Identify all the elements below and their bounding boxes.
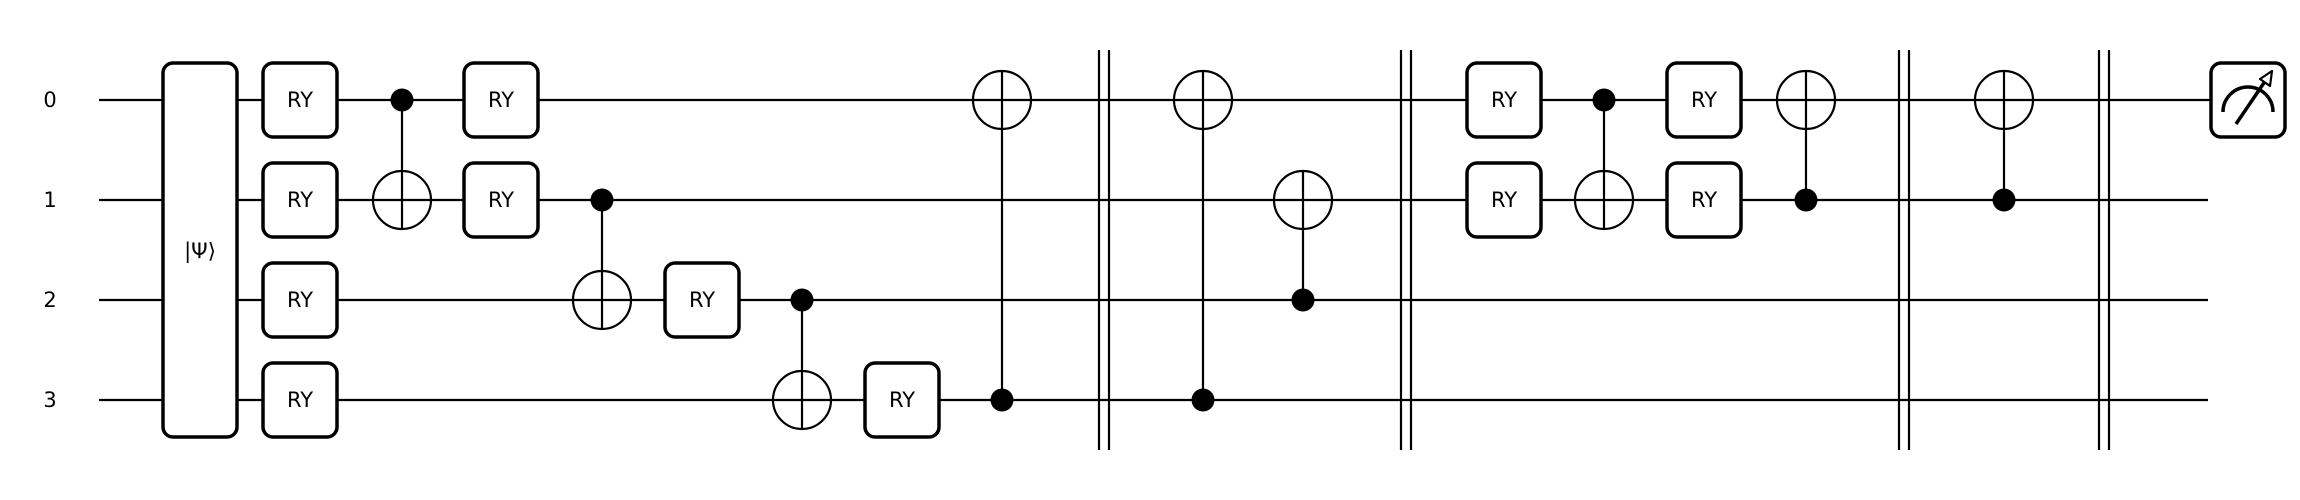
barrier (1897, 50, 1911, 450)
wire-label: 3 (43, 388, 56, 412)
wires-layer (99, 98, 2211, 402)
measurement-box (2209, 61, 2287, 139)
barrier (2097, 50, 2111, 450)
operations-layer: |Ψ⟩ RY RY RY RY RY RY RY RY RY RY RY RY (161, 50, 2287, 450)
control-dot (590, 188, 614, 212)
cnot-target (371, 169, 433, 231)
control-dot (390, 88, 414, 112)
control-dot (990, 388, 1014, 412)
gate-label: RY (1491, 88, 1517, 112)
barrier (1399, 50, 1413, 450)
cnot-gate (971, 69, 1033, 412)
control-dot (1992, 188, 2016, 212)
cnot-gate (571, 188, 633, 331)
cnot-gate (1973, 69, 2035, 212)
gate-label: RY (1491, 188, 1517, 212)
barrier (1097, 50, 1111, 450)
cnot-gate (1172, 69, 1234, 412)
ry-gate: RY (462, 61, 540, 139)
state-prep-label: |Ψ⟩ (184, 239, 216, 264)
gate-label: RY (287, 88, 313, 112)
gate-label: RY (287, 288, 313, 312)
cnot-gate (1272, 169, 1334, 312)
wire-label: 2 (43, 288, 56, 312)
gate-label: RY (488, 88, 514, 112)
ry-gate: RY (1665, 161, 1743, 239)
ry-gate: RY (261, 61, 339, 139)
ry-gate: RY (261, 361, 339, 439)
ry-gate: RY (261, 161, 339, 239)
gate-label: RY (287, 388, 313, 412)
wire-labels-layer: 0 1 2 3 (43, 88, 56, 412)
wire-label: 0 (43, 88, 56, 112)
cnot-target (1573, 169, 1635, 231)
state-prep-box: |Ψ⟩ (161, 61, 239, 439)
measurement-meter-icon (2221, 69, 2275, 125)
cnot-target (571, 269, 633, 331)
ry-gate: RY (863, 361, 941, 439)
cnot-target (1973, 69, 2035, 131)
ry-gate: RY (663, 261, 741, 339)
ry-gate: RY (1465, 61, 1543, 139)
cnot-gate (771, 288, 833, 431)
cnot-target (771, 369, 833, 431)
gate-label: RY (689, 288, 715, 312)
cnot-target (1775, 69, 1837, 131)
ry-gate: RY (462, 161, 540, 239)
cnot-target (1272, 169, 1334, 231)
ry-gate: RY (261, 261, 339, 339)
control-dot (1191, 388, 1215, 412)
gate-label: RY (889, 388, 915, 412)
cnot-target (971, 69, 1033, 131)
control-dot (1794, 188, 1818, 212)
cnot-target (1172, 69, 1234, 131)
ry-gate: RY (1665, 61, 1743, 139)
control-dot (1291, 288, 1315, 312)
gate-label: RY (1691, 188, 1717, 212)
ry-gate: RY (1465, 161, 1543, 239)
control-dot (1592, 88, 1616, 112)
gate-label: RY (488, 188, 514, 212)
gate-label: RY (287, 188, 313, 212)
control-dot (790, 288, 814, 312)
gate-label: RY (1691, 88, 1717, 112)
wire-label: 1 (43, 188, 56, 212)
cnot-gate (1573, 88, 1635, 231)
cnot-gate (1775, 69, 1837, 212)
cnot-gate (371, 88, 433, 231)
